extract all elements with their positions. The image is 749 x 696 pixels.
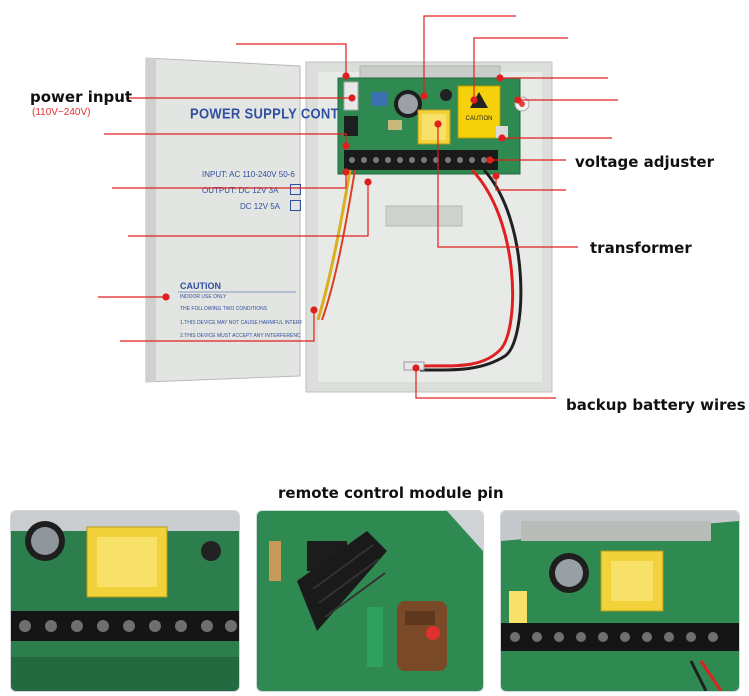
callout-line-transformer	[437, 124, 578, 248]
label-backup-battery-wires: backup battery wires	[566, 396, 746, 414]
panel-caution-line: THE FOLLOWING TWO CONDITIONS	[180, 306, 268, 312]
detail-photo-terminals	[10, 510, 240, 692]
panel-output-checkbox-1	[290, 184, 301, 195]
label-power-input-range: (110V~240V)	[32, 107, 91, 118]
detail-photo-remote-pin	[256, 510, 484, 692]
panel-output-checkbox-2	[290, 200, 301, 211]
panel-caution-title: CAUTION	[180, 281, 221, 291]
panel-caution-line: 2.THIS DEVICE MUST ACCEPT ANY INTERFEREN…	[180, 333, 301, 339]
panel-input-rating: INPUT: AC 110-240V 50-6	[202, 170, 295, 179]
label-power-input: power input	[30, 88, 133, 106]
label-remote-control-module-pin: remote control module pin	[278, 484, 504, 502]
label-voltage-adjuster: voltage adjuster	[575, 153, 714, 171]
callout-lines	[98, 15, 618, 399]
panel-caution-line: 1.THIS DEVICE MAY NOT CAUSE HARMFUL INTE…	[180, 320, 303, 326]
remote-pin-closeup-image	[257, 511, 483, 691]
panel-output-rating-2: DC 12V 5A	[240, 202, 281, 211]
pcb-overview-image	[501, 511, 739, 691]
panel-title: POWER SUPPLY CONT	[190, 104, 339, 123]
panel-output-rating-1: OUTPUT: DC 12V 3A	[202, 186, 279, 195]
terminals-closeup-image	[11, 511, 239, 691]
detail-photo-pcb	[500, 510, 740, 692]
power-supply-enclosure-image: CAUTION	[145, 57, 553, 393]
transformer-caution-text: CAUTION	[466, 116, 493, 122]
callout-line-battery-wires	[415, 368, 556, 399]
panel-caution-line: INDOOR USE ONLY	[180, 294, 227, 300]
label-transformer: transformer	[590, 239, 692, 257]
